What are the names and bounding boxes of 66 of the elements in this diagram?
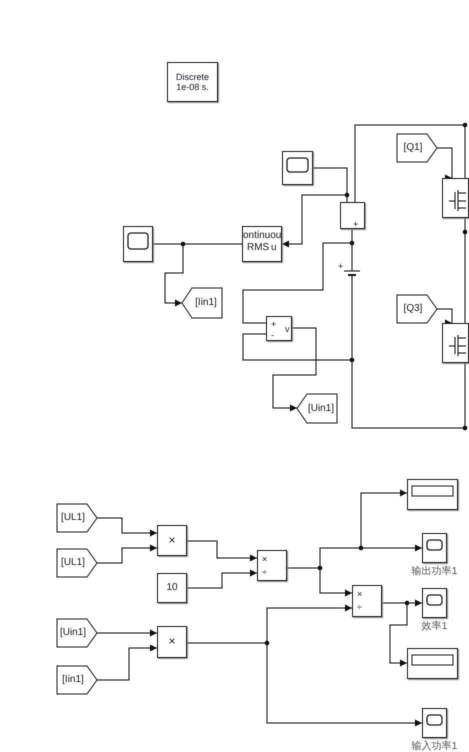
scope-block (422, 588, 447, 618)
block (157, 626, 187, 658)
signal-arrow (436, 308, 456, 324)
scope-block (282, 151, 313, 185)
scope-caption: 输出功率1 (410, 567, 458, 577)
signal-arrow (96, 544, 158, 564)
tag-label: [Uin1] (308, 402, 334, 414)
signal-arrow (282, 194, 348, 248)
display-block (407, 479, 458, 510)
tag-label: [Iin1] (62, 674, 84, 686)
goto-tag (297, 394, 337, 423)
tag-label: [Q1] (404, 142, 422, 154)
port-label: RMS (247, 243, 270, 253)
wire (354, 124, 466, 202)
block-label: 10 (166, 582, 178, 594)
scope-block (422, 708, 447, 738)
signal-arrow (272, 328, 316, 412)
port-label: ÷ (357, 603, 362, 612)
port-label: + (338, 262, 344, 271)
mosfet-block (442, 178, 469, 218)
scope-caption: 效率1 (420, 622, 448, 632)
block-label: × (168, 635, 176, 649)
block (266, 316, 292, 341)
port-label: - (271, 331, 274, 340)
from-tag (57, 666, 97, 694)
port-label: + (271, 320, 276, 329)
scope-block (422, 533, 447, 563)
goto-tag (182, 288, 222, 318)
signal-arrow (96, 644, 158, 680)
port-label: × (357, 590, 362, 599)
block (242, 226, 282, 262)
port-label: u (271, 243, 277, 253)
from-tag (57, 549, 97, 577)
tag-label: [UL1] (61, 512, 85, 524)
port-label: ÷ (262, 568, 267, 577)
block (352, 585, 382, 617)
port-label: ontinuou (243, 231, 282, 241)
from-tag (397, 295, 437, 323)
signal-arrow (96, 518, 158, 536)
port-label: v (285, 325, 290, 334)
wire (242, 242, 352, 324)
signal-arrow (96, 630, 158, 636)
block (257, 550, 287, 581)
tag-label: [Uin1] (60, 627, 86, 639)
current-measurement-block (340, 202, 365, 229)
mosfet-block (442, 323, 469, 363)
tag-label: [UL1] (61, 557, 85, 569)
display-block (407, 648, 458, 679)
port-label: + (353, 220, 358, 229)
signal-arrow (186, 570, 258, 588)
block-label: × (168, 534, 176, 548)
scope-block (123, 226, 153, 262)
signal-arrow (186, 540, 258, 562)
from-tag (57, 619, 97, 647)
from-tag (57, 504, 97, 532)
tag-label: [Q3] (404, 303, 422, 315)
block (157, 525, 187, 556)
tag-label: [Iin1] (195, 297, 217, 309)
block (157, 573, 187, 603)
from-tag (397, 134, 437, 162)
signal-arrow (436, 148, 456, 178)
wire (464, 218, 466, 324)
scope-caption: 输入功率1 (410, 742, 458, 752)
block (167, 62, 218, 102)
port-label: × (262, 555, 268, 564)
block-label: Discrete 1e-08 s. (174, 72, 210, 92)
